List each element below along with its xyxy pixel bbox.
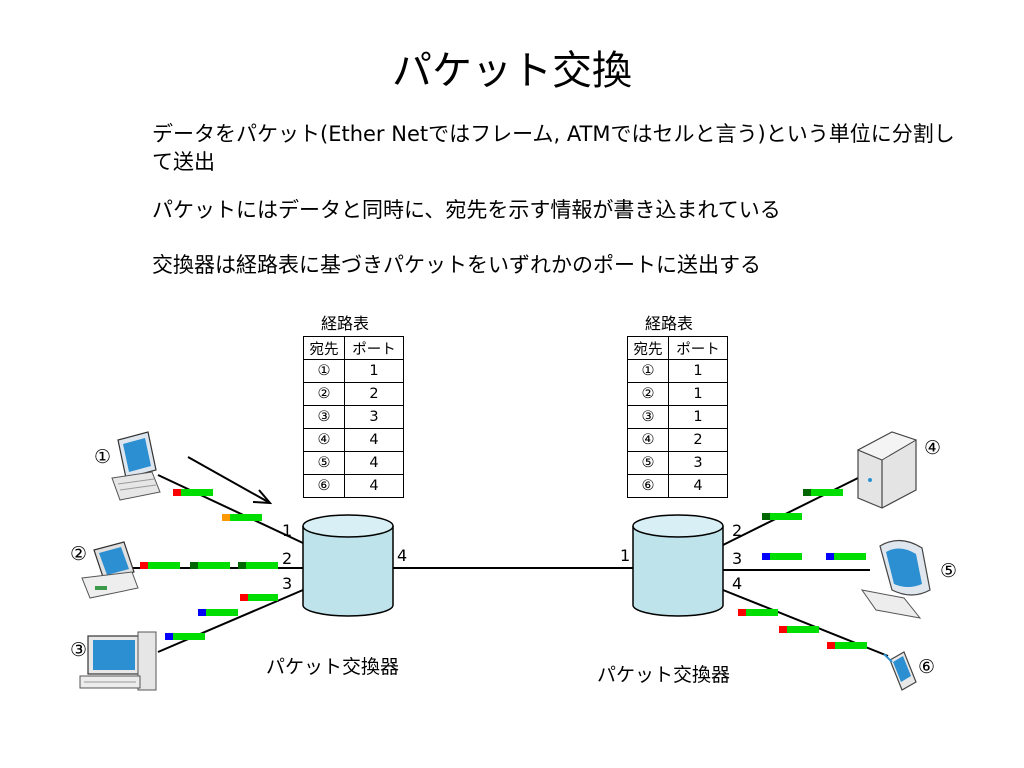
cell-destination: ⑥	[627, 474, 669, 498]
packet	[238, 562, 278, 569]
port-label: 4	[732, 574, 743, 593]
computer-icon	[111, 431, 161, 501]
cell-port: 2	[668, 428, 728, 452]
terminal-label: ②	[70, 543, 88, 565]
cell-destination: ④	[627, 428, 669, 452]
routing-table-right-title: 経路表	[645, 314, 694, 333]
cell-destination: ⑤	[627, 451, 669, 475]
cell-port: 4	[344, 451, 404, 475]
cell-destination: ④	[303, 428, 345, 452]
handheld-device-icon	[883, 651, 917, 691]
switch-caption-right: パケット交換器	[597, 664, 731, 686]
server-icon	[856, 431, 918, 509]
cell-port: 4	[344, 474, 404, 498]
cell-destination: ②	[627, 382, 669, 406]
packet	[827, 642, 867, 649]
port-label: 1	[620, 546, 631, 565]
desktop-pc-icon	[79, 631, 157, 691]
packet-switch-left	[302, 514, 394, 617]
packet-switch-right	[632, 514, 724, 617]
port-label: 4	[397, 546, 408, 565]
terminal-label: ④	[924, 437, 942, 459]
link-terminal-1	[157, 474, 304, 544]
column-header-destination: 宛先	[627, 336, 669, 360]
cell-destination: ②	[303, 382, 345, 406]
table-header-row: 宛先 ポート	[303, 336, 404, 360]
packet	[140, 562, 180, 569]
cell-destination: ⑤	[303, 451, 345, 475]
direction-arrow-head	[252, 489, 273, 505]
port-label: 2	[282, 549, 293, 568]
column-header-port: ポート	[668, 336, 728, 360]
paragraph-packet-split: データをパケット(Ether Netではフレーム, ATMではセルと言う)という…	[152, 122, 955, 174]
terminal-label: ⑥	[918, 656, 936, 678]
packet	[222, 514, 262, 521]
computer-icon	[860, 539, 931, 619]
routing-table-left-title: 経路表	[321, 314, 370, 333]
cell-port: 4	[668, 474, 728, 498]
cell-port: 2	[344, 382, 404, 406]
packet	[240, 594, 278, 601]
cell-destination: ①	[303, 359, 345, 383]
packet	[165, 633, 205, 640]
packet	[190, 562, 230, 569]
paragraph-destination-info: パケットにはデータと同時に、宛先を示す情報が書き込まれている	[152, 198, 781, 222]
cell-port: 4	[344, 428, 404, 452]
terminal-label: ③	[70, 639, 88, 661]
cell-port: 1	[668, 382, 728, 406]
cell-port: 1	[668, 405, 728, 429]
packet	[738, 609, 778, 616]
link-terminal-3	[157, 589, 304, 653]
cell-destination: ⑥	[303, 474, 345, 498]
switch-caption-left: パケット交換器	[266, 656, 400, 678]
link-terminal-4	[722, 477, 859, 546]
packet	[198, 609, 238, 616]
packet	[803, 489, 843, 496]
table-header-row: 宛先 ポート	[627, 336, 728, 360]
column-header-port: ポート	[344, 336, 404, 360]
laptop-icon	[81, 541, 139, 599]
slide-title: パケット交換	[392, 48, 632, 94]
cell-destination: ①	[627, 359, 669, 383]
cell-destination: ③	[303, 405, 345, 429]
cell-destination: ③	[627, 405, 669, 429]
port-label: 2	[732, 521, 743, 540]
packet	[762, 513, 802, 520]
terminal-label: ①	[94, 446, 112, 468]
terminal-label: ⑤	[940, 560, 958, 582]
cell-port: 3	[668, 451, 728, 475]
paragraph-switch-routing: 交換器は経路表に基づきパケットをいずれかのポートに送出する	[152, 253, 761, 277]
port-label: 3	[282, 574, 293, 593]
cell-port: 1	[668, 359, 728, 383]
packet	[762, 553, 802, 560]
cell-port: 3	[344, 405, 404, 429]
direction-arrow	[187, 456, 271, 504]
packet	[779, 626, 819, 633]
packets	[140, 489, 867, 649]
column-header-destination: 宛先	[303, 336, 345, 360]
cell-port: 1	[344, 359, 404, 383]
port-label: 3	[732, 549, 743, 568]
packet	[826, 553, 866, 560]
packet	[173, 489, 213, 496]
port-label: 1	[282, 521, 293, 540]
